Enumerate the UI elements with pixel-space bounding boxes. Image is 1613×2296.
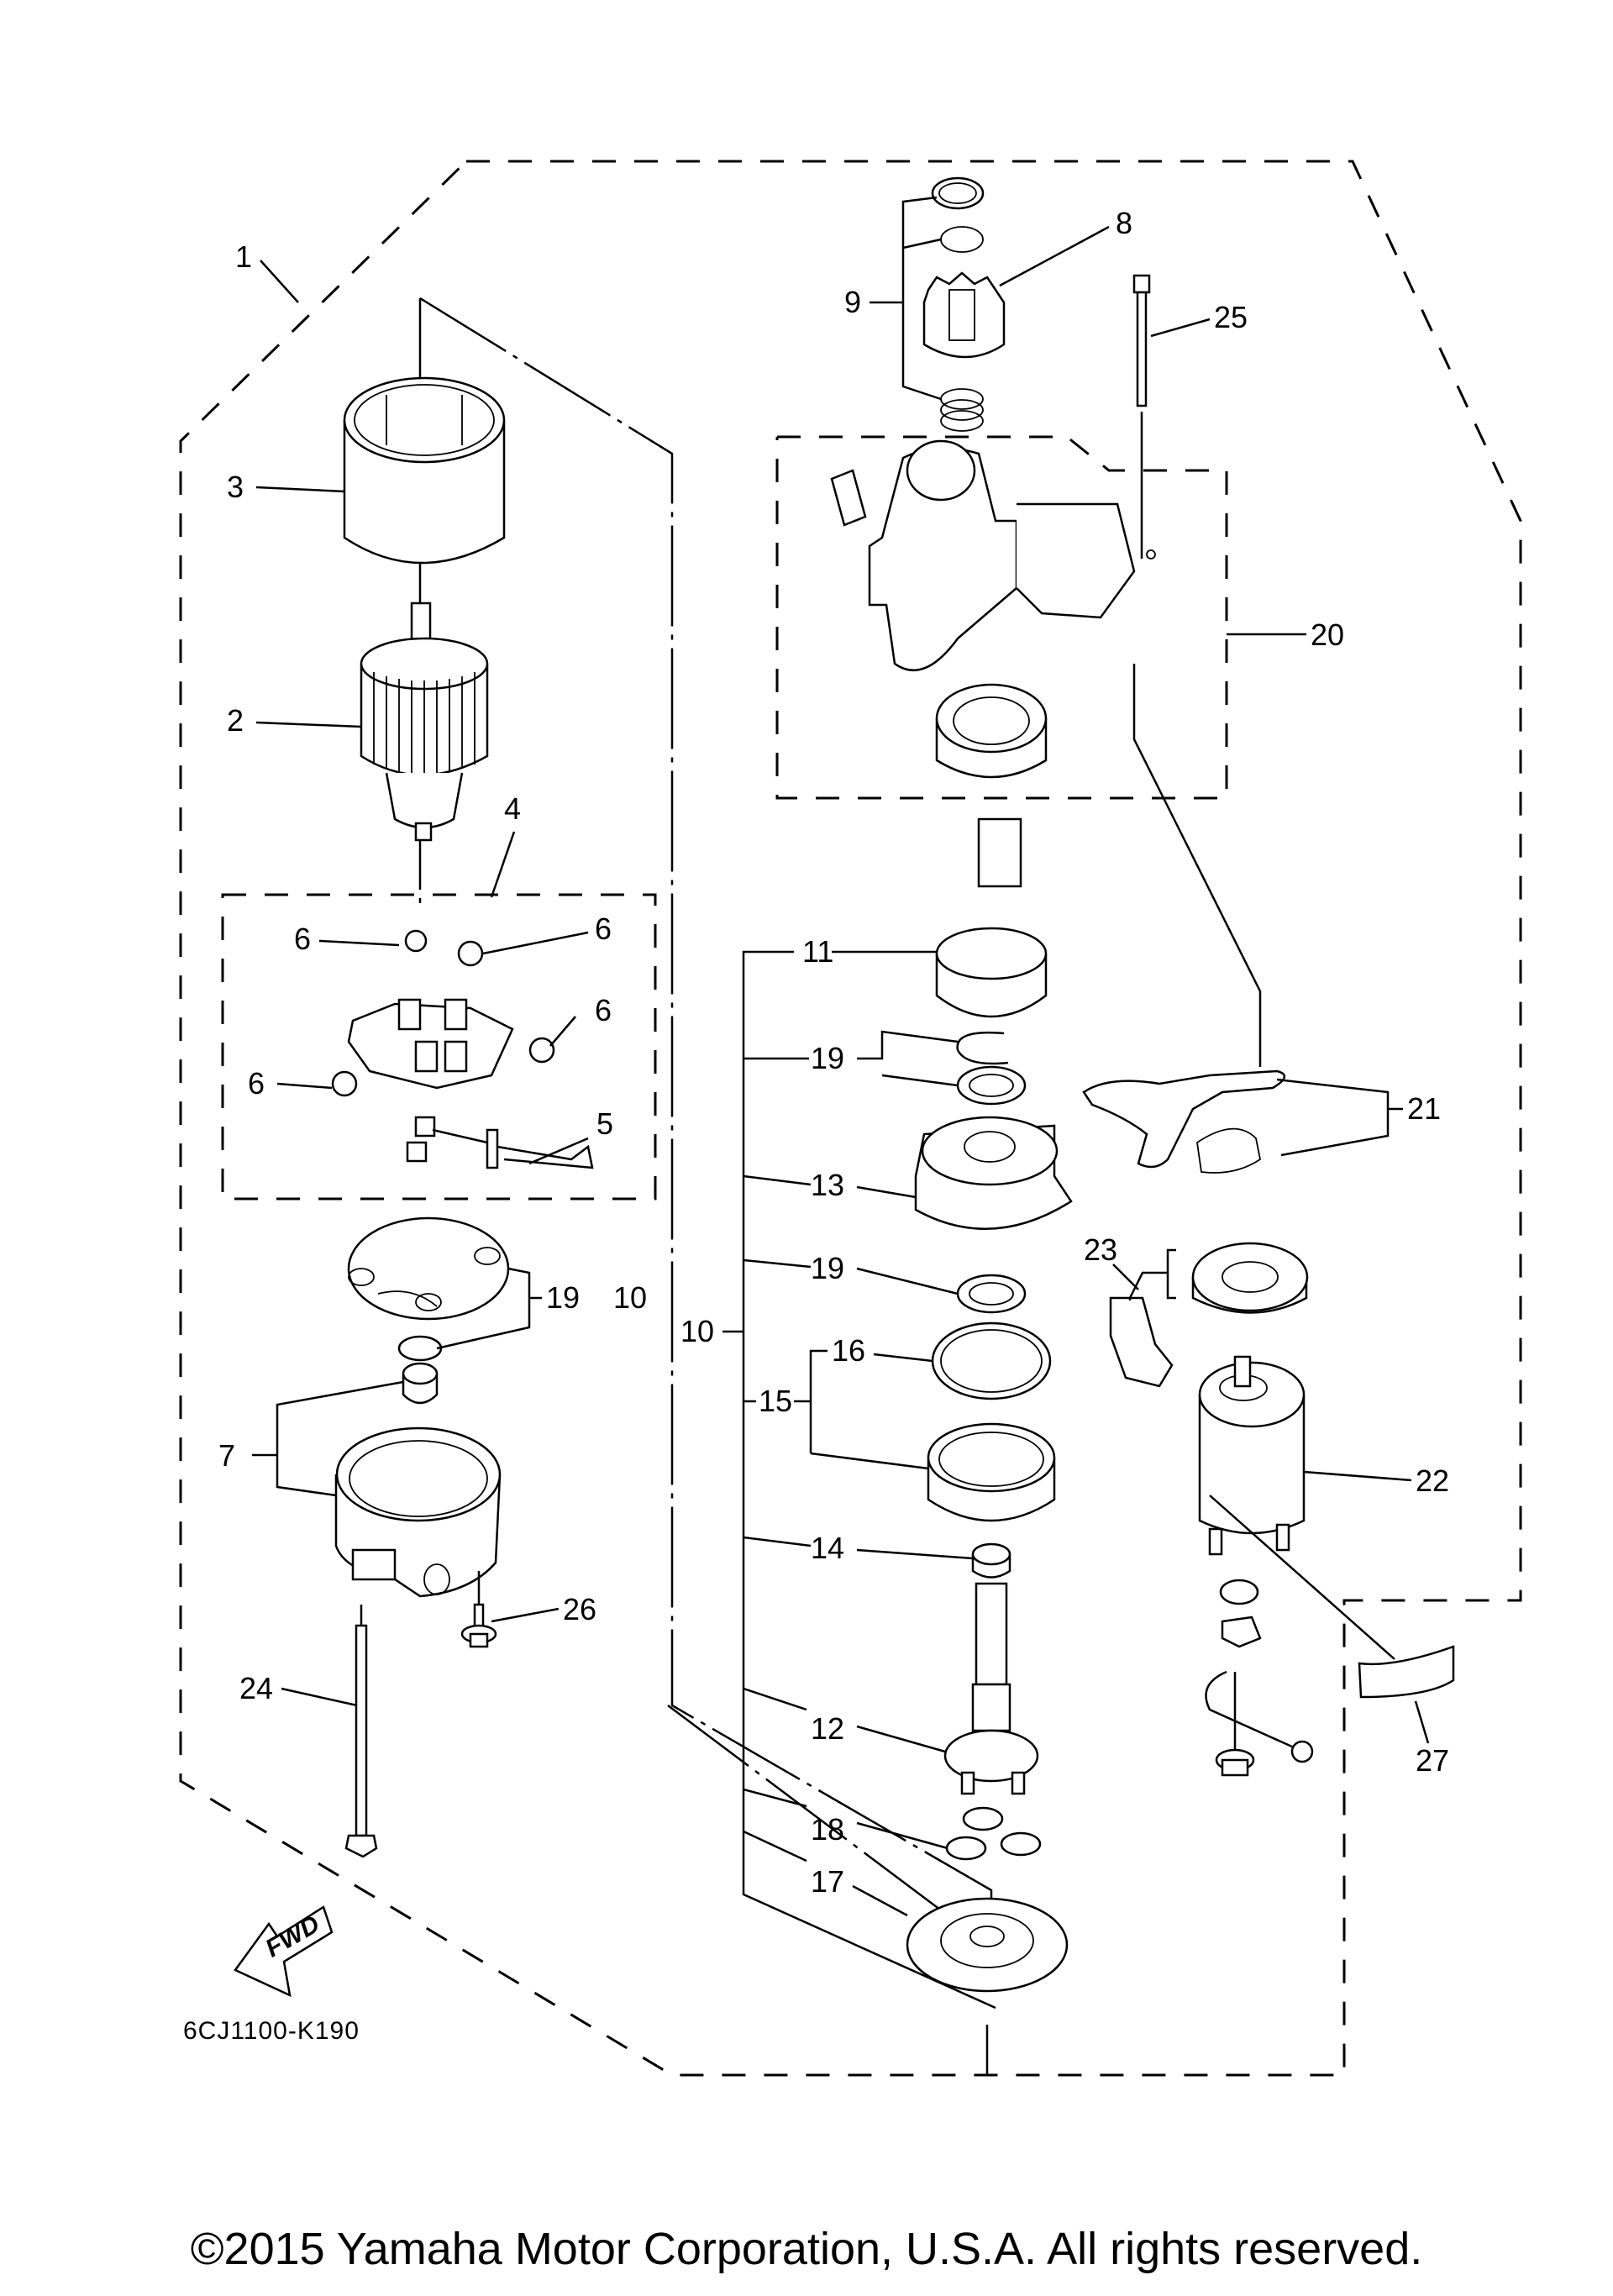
callout-8: 8 <box>1116 206 1132 240</box>
part-nut[interactable] <box>1215 1672 1255 1777</box>
callout-18: 18 <box>811 1812 844 1847</box>
callout-21: 21 <box>1407 1091 1441 1126</box>
callout-5: 5 <box>596 1106 613 1141</box>
part-plate[interactable] <box>906 1897 1069 1993</box>
callout-14: 14 <box>811 1531 844 1565</box>
callout-7: 7 <box>218 1438 235 1473</box>
part-through-bolt[interactable] <box>344 1605 378 1858</box>
part-pinion-gear[interactable] <box>922 271 1006 359</box>
part-battery-lead[interactable] <box>1205 1616 1314 1763</box>
diagram-part-code: 6CJ1100-K190 <box>183 2017 360 2045</box>
callout-22: 22 <box>1416 1463 1449 1498</box>
callout-9: 9 <box>844 285 861 319</box>
callout-23: 23 <box>1084 1232 1117 1267</box>
callout-12: 12 <box>811 1711 844 1746</box>
part-brush-lead[interactable] <box>406 1116 594 1169</box>
assembly-boundary-outline <box>179 160 1522 2077</box>
callout-26: 26 <box>563 1592 596 1626</box>
callout-24: 24 <box>239 1671 273 1705</box>
callout-15: 15 <box>759 1384 792 1418</box>
part-bushing-b[interactable] <box>971 1542 1011 1579</box>
part-screw[interactable] <box>460 1571 497 1648</box>
callout-10a: 10 <box>613 1280 647 1315</box>
forward-direction-arrow: FWD <box>234 1905 334 1998</box>
part-plunger-cover[interactable] <box>1191 1242 1309 1314</box>
callout-11: 11 <box>802 934 833 969</box>
part-e-clip[interactable] <box>956 1032 1009 1065</box>
callout-20: 20 <box>1311 617 1344 652</box>
copyright-notice: ©2015 Yamaha Motor Corporation, U.S.A. A… <box>190 2224 1423 2274</box>
callout-4: 4 <box>504 791 521 826</box>
callout-6b: 6 <box>595 912 612 946</box>
callout-10b: 10 <box>680 1314 714 1348</box>
callout-labels: 1 2 3 4 5 6 6 6 6 7 8 9 19 10 10 11 12 1… <box>218 206 1449 1899</box>
part-end-cover[interactable] <box>334 1426 502 1598</box>
part-bolt-long[interactable] <box>1132 274 1151 559</box>
part-washer-small[interactable] <box>397 1335 443 1362</box>
part-center-bracket[interactable] <box>914 1116 1073 1230</box>
part-internal-gear[interactable] <box>927 1422 1056 1522</box>
part-clutch-shaft[interactable] <box>935 817 1048 1018</box>
part-brake-plate[interactable] <box>347 1216 510 1321</box>
callout-13: 13 <box>811 1168 844 1202</box>
part-shift-lever[interactable] <box>1082 1069 1285 1174</box>
callout-2: 2 <box>227 703 244 738</box>
part-brush-holder[interactable] <box>347 998 514 1090</box>
callout-6c: 6 <box>595 993 612 1027</box>
callout-19a: 19 <box>811 1041 844 1075</box>
callout-6d: 6 <box>248 1066 265 1101</box>
part-solenoid[interactable] <box>1198 1355 1306 1556</box>
part-bushing[interactable] <box>402 1362 439 1405</box>
callout-17: 17 <box>811 1864 844 1899</box>
part-planet-carrier-shaft[interactable] <box>943 1582 1039 1795</box>
part-ring[interactable] <box>931 1321 1052 1400</box>
callout-16: 16 <box>832 1333 865 1368</box>
callout-19-plate: 19 <box>546 1280 580 1315</box>
callout-27: 27 <box>1416 1743 1449 1778</box>
callout-25: 25 <box>1214 300 1248 334</box>
part-front-housing[interactable] <box>830 439 1156 671</box>
part-yoke[interactable] <box>343 376 506 565</box>
callout-1: 1 <box>235 239 252 274</box>
part-thrust-washer[interactable] <box>956 1065 1027 1106</box>
part-armature[interactable] <box>360 602 489 842</box>
part-gasket-plate[interactable] <box>1109 1296 1174 1388</box>
brush-holder-subassembly-box <box>221 893 657 1201</box>
part-label-insulator[interactable] <box>1209 1495 1455 1699</box>
callout-3: 3 <box>227 470 244 504</box>
part-terminal-washer[interactable] <box>1219 1579 1259 1605</box>
callout-leader-lines <box>252 196 1430 2010</box>
callout-6a: 6 <box>294 922 311 956</box>
part-washer-b[interactable] <box>956 1274 1027 1314</box>
part-brush-springs[interactable] <box>331 929 555 1097</box>
part-planet-gears[interactable] <box>945 1806 1042 1861</box>
callout-19b: 19 <box>811 1251 844 1285</box>
front-housing-subassembly-box <box>775 435 1228 800</box>
part-front-bearing[interactable] <box>935 683 1048 779</box>
